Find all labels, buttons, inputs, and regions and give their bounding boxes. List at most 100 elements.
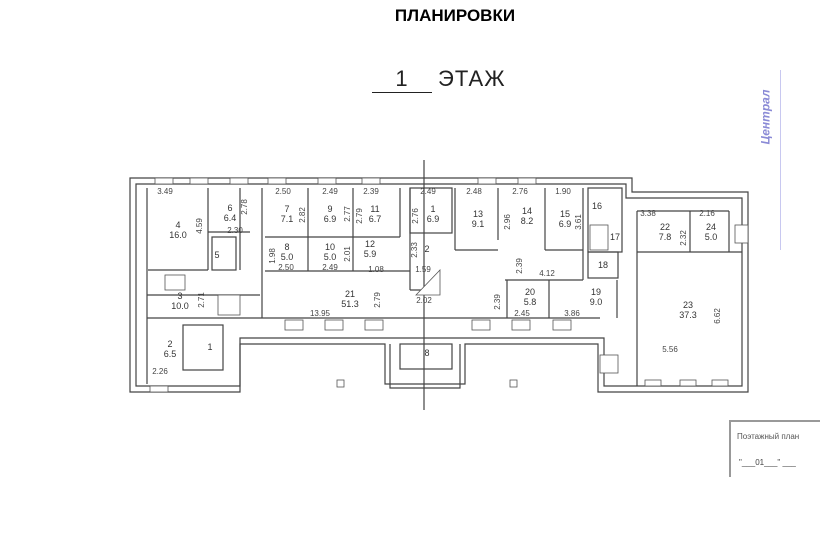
room-3-area: 10.0	[171, 301, 189, 311]
room-6-number: 6	[227, 203, 232, 213]
room-12-number: 12	[365, 239, 375, 249]
dimension: 1.98	[268, 248, 277, 264]
dimension: 2.71	[197, 292, 206, 308]
dimension: 6.62	[713, 308, 722, 324]
dimension: 2.82	[298, 207, 307, 223]
room-11-area: 6.7	[369, 214, 382, 224]
dimension: 3.86	[564, 309, 580, 318]
dimension: 2.45	[514, 309, 530, 318]
room-6-area: 6.4	[224, 213, 237, 223]
dimension: 2.26	[152, 367, 168, 376]
dimension: 2.50	[275, 187, 291, 196]
dimension: 2.02	[416, 296, 432, 305]
dimension-labels: 3.49 4.59 2.78 2.30 2.71 2.26 2.50 2.82 …	[152, 187, 722, 376]
room-1a-number: 1	[207, 342, 212, 352]
room-11-number: 11	[370, 204, 379, 214]
room-2a-area: 6.5	[164, 349, 177, 359]
room-7-number: 7	[284, 204, 289, 214]
dimension: 2.77	[343, 206, 352, 222]
dimension: 4.59	[195, 218, 204, 234]
dimension: 2.96	[503, 214, 512, 230]
dimension: 2.50	[278, 263, 294, 272]
title-block: Поэтажный план "___01___" ___	[729, 420, 820, 477]
dimension: 2.76	[512, 187, 528, 196]
dimension: 1.59	[415, 265, 431, 274]
room-8-number: 8	[284, 242, 289, 252]
room-21-area: 51.3	[341, 299, 359, 309]
room-7-area: 7.1	[281, 214, 294, 224]
dimension: 3.38	[640, 209, 656, 218]
room-15-area: 6.9	[559, 219, 572, 229]
room-2-number: 2	[424, 244, 429, 254]
title-block-floor: "___01___" ___	[739, 458, 796, 467]
dimension: 2.39	[363, 187, 379, 196]
dimension: 2.49	[420, 187, 436, 196]
dimension: 13.95	[310, 309, 331, 318]
room-22-area: 7.8	[659, 232, 672, 242]
room-10-area: 5.0	[324, 252, 337, 262]
room-9-area: 6.9	[324, 214, 337, 224]
room-14-number: 14	[522, 206, 532, 216]
room-1-area: 6.9	[427, 214, 440, 224]
dimension: 2.39	[493, 294, 502, 310]
stairs	[164, 224, 609, 316]
room-8e-number: 8	[424, 348, 429, 358]
dimension: 2.33	[410, 242, 419, 258]
room-1-number: 1	[430, 204, 435, 214]
room-3-number: 3	[177, 291, 182, 301]
dimension: 2.48	[466, 187, 482, 196]
room-23-area: 37.3	[679, 310, 697, 320]
room-21-number: 21	[345, 289, 355, 299]
room-12-area: 5.9	[364, 249, 377, 259]
dimension: 1.90	[555, 187, 571, 196]
floor-label: ЭТАЖ	[438, 66, 506, 91]
room-24-area: 5.0	[705, 232, 718, 242]
room-15-number: 15	[560, 209, 570, 219]
room-16-number: 16	[592, 201, 602, 211]
room-22-number: 22	[660, 222, 670, 232]
dimension: 2.79	[373, 292, 382, 308]
dimension: 2.49	[322, 187, 338, 196]
room-17-number: 17	[610, 232, 620, 242]
room-19-number: 19	[591, 287, 601, 297]
dimension: 2.79	[355, 208, 364, 224]
dimension: 3.61	[574, 214, 583, 230]
windows	[149, 177, 749, 393]
dimension: 1.08	[368, 265, 384, 274]
stamp-border	[780, 70, 781, 250]
room-18-number: 18	[598, 260, 608, 270]
page-title: ПЛАНИРОВКИ	[394, 6, 516, 25]
dimension: 2.30	[227, 226, 243, 235]
dimension: 2.39	[515, 258, 524, 274]
room-24-number: 24	[706, 222, 716, 232]
dimension: 2.16	[699, 209, 715, 218]
room-8-area: 5.0	[281, 252, 294, 262]
room-14-area: 8.2	[521, 216, 534, 226]
room-2a-number: 2	[167, 339, 172, 349]
stamp: Централ	[758, 70, 790, 250]
dimension: 2.32	[679, 230, 688, 246]
dimension: 2.01	[343, 246, 352, 262]
dimension: 2.76	[411, 208, 420, 224]
dimension: 5.56	[662, 345, 678, 354]
room-13-area: 9.1	[472, 219, 485, 229]
room-10-number: 10	[325, 242, 335, 252]
room-4-area: 16.0	[169, 230, 187, 240]
room-23-number: 23	[683, 300, 693, 310]
dimension: 3.49	[157, 187, 173, 196]
room-20-area: 5.8	[524, 297, 537, 307]
room-9-number: 9	[327, 204, 332, 214]
dimension: 2.78	[240, 199, 249, 215]
room-13-number: 13	[473, 209, 483, 219]
room-4-number: 4	[175, 220, 180, 230]
dimension: 4.12	[539, 269, 555, 278]
floor-number: 1	[372, 66, 432, 93]
dimension: 2.49	[322, 263, 338, 272]
room-5-number: 5	[214, 250, 219, 260]
building-walls	[129, 160, 749, 410]
room-20-number: 20	[525, 287, 535, 297]
room-19-area: 9.0	[590, 297, 603, 307]
room-labels: 416.0 66.4 5 310.0 26.5 1 77.1 96.9 116.…	[164, 201, 718, 359]
